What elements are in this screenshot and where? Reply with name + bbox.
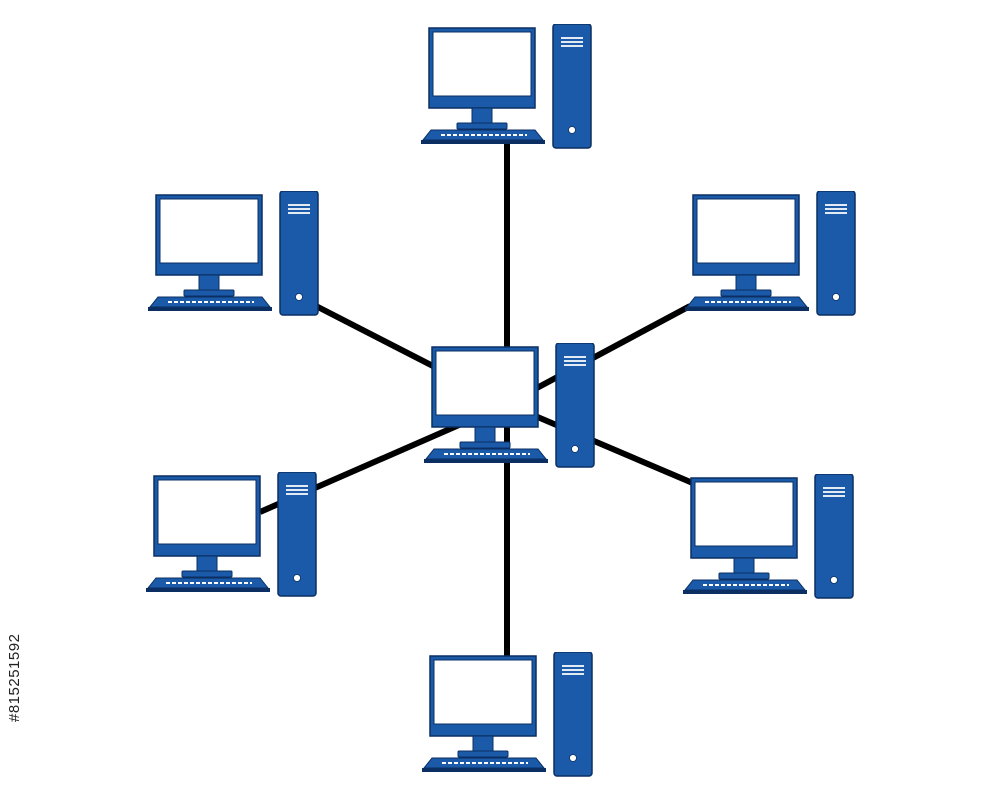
- computer-node-top: [420, 24, 592, 149]
- computer-node-lower-left: [145, 472, 317, 597]
- network-nodes: [145, 24, 856, 777]
- computer-node-bottom: [421, 652, 593, 777]
- desktop-computer-icon: [420, 24, 592, 149]
- desktop-computer-icon: [421, 652, 593, 777]
- hub-computer: [423, 343, 595, 468]
- computer-node-lower-right: [682, 474, 854, 599]
- desktop-computer-icon: [145, 472, 317, 597]
- desktop-computer-icon: [682, 474, 854, 599]
- computer-node-upper-left: [147, 191, 319, 316]
- desktop-computer-icon: [147, 191, 319, 316]
- stock-id-watermark: #815251592: [6, 633, 23, 722]
- desktop-computer-icon: [423, 343, 595, 468]
- desktop-computer-icon: [684, 191, 856, 316]
- computer-node-upper-right: [684, 191, 856, 316]
